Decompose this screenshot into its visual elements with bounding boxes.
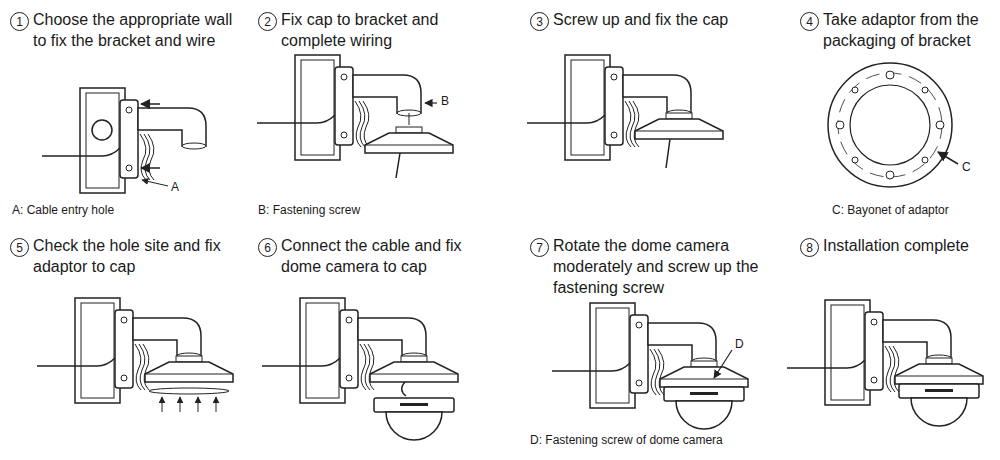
cap [635, 113, 723, 139]
screw-arrow [141, 103, 160, 105]
cable [396, 153, 400, 178]
drawing-line [216, 397, 217, 412]
step8-figure [787, 300, 983, 426]
cap [895, 358, 983, 384]
wall-bracket [42, 88, 206, 193]
step-number-circle: 6 [258, 238, 277, 257]
step-instruction: Installation complete [823, 235, 995, 256]
cap [365, 127, 453, 153]
step1-figure [42, 88, 206, 193]
callout-caption: C: Bayonet of adaptor [832, 203, 949, 218]
callout-caption: A: Cable entry hole [12, 203, 114, 218]
drawing-line [180, 397, 181, 412]
step-number-circle: 1 [10, 12, 29, 31]
cable [409, 113, 410, 125]
dome-camera [899, 384, 979, 426]
step6-figure [262, 298, 458, 440]
wall-hole [92, 120, 112, 140]
step-number-circle: 7 [530, 238, 549, 257]
callout-caption: B: Fastening screw [258, 203, 360, 218]
dome-camera [664, 387, 744, 429]
step-instruction: Rotate the dome camera moderately and sc… [553, 235, 785, 298]
step-instruction: Check the hole site and fix adaptor to c… [33, 235, 238, 277]
leader-line [425, 102, 437, 103]
callout-letter: D [734, 337, 745, 352]
drawing-line [162, 397, 163, 412]
step-number-circle: 3 [530, 12, 549, 31]
step-number: 7 [536, 242, 543, 254]
callout-letter: B [440, 94, 450, 109]
wall-bracket [527, 55, 691, 160]
step2-figure [257, 55, 453, 178]
step-number-circle: 2 [258, 12, 277, 31]
step-number: 5 [16, 242, 23, 254]
drawing-circle [838, 73, 942, 177]
wall-bracket [37, 298, 201, 403]
step-number: 4 [806, 16, 813, 28]
drawing-circle [886, 71, 894, 79]
drawing-circle [852, 157, 858, 163]
cable [666, 139, 670, 168]
cap [370, 356, 458, 382]
adaptor-figure [828, 63, 958, 187]
drawing-circle [850, 85, 930, 165]
drawing-circle [828, 63, 952, 187]
drawing-circle [922, 157, 928, 163]
callout-caption: D: Fastening screw of dome camera [530, 433, 723, 448]
leader-line [714, 350, 732, 378]
screw-arrow [141, 167, 160, 169]
drawing-line [198, 397, 199, 412]
leader-line [142, 180, 168, 186]
cable [402, 382, 406, 396]
dome-camera [374, 398, 454, 440]
adaptor [149, 388, 229, 394]
drawing-circle [886, 171, 894, 179]
callout-letter: C [961, 160, 972, 175]
step-number: 3 [536, 16, 543, 28]
step-number: 2 [264, 16, 271, 28]
step-number: 8 [806, 242, 813, 254]
step-instruction: Screw up and fix the cap [553, 9, 788, 30]
step3-figure [527, 55, 723, 168]
drawing-line [938, 152, 958, 164]
step-instruction: Fix cap to bracket and complete wiring [281, 9, 481, 51]
step-instruction: Take adaptor from the packaging of brack… [823, 9, 995, 51]
drawing-circle [852, 87, 858, 93]
step7-figure [552, 303, 748, 429]
step-instruction: Choose the appropriate wall to fix the b… [33, 9, 238, 51]
drawing-circle [922, 87, 928, 93]
step-number: 1 [16, 16, 23, 28]
callout-letter: A [170, 180, 180, 195]
step-number-circle: 5 [10, 238, 29, 257]
cap [660, 361, 748, 387]
step-instruction: Connect the cable and fix dome camera to… [281, 235, 486, 277]
step-number-circle: 8 [800, 238, 819, 257]
step5-figure [37, 298, 233, 412]
drawing-circle [936, 121, 944, 129]
step-number-circle: 4 [800, 12, 819, 31]
cap [145, 356, 233, 382]
wall-bracket [262, 298, 426, 403]
drawing-circle [836, 121, 844, 129]
step-number: 6 [264, 242, 271, 254]
